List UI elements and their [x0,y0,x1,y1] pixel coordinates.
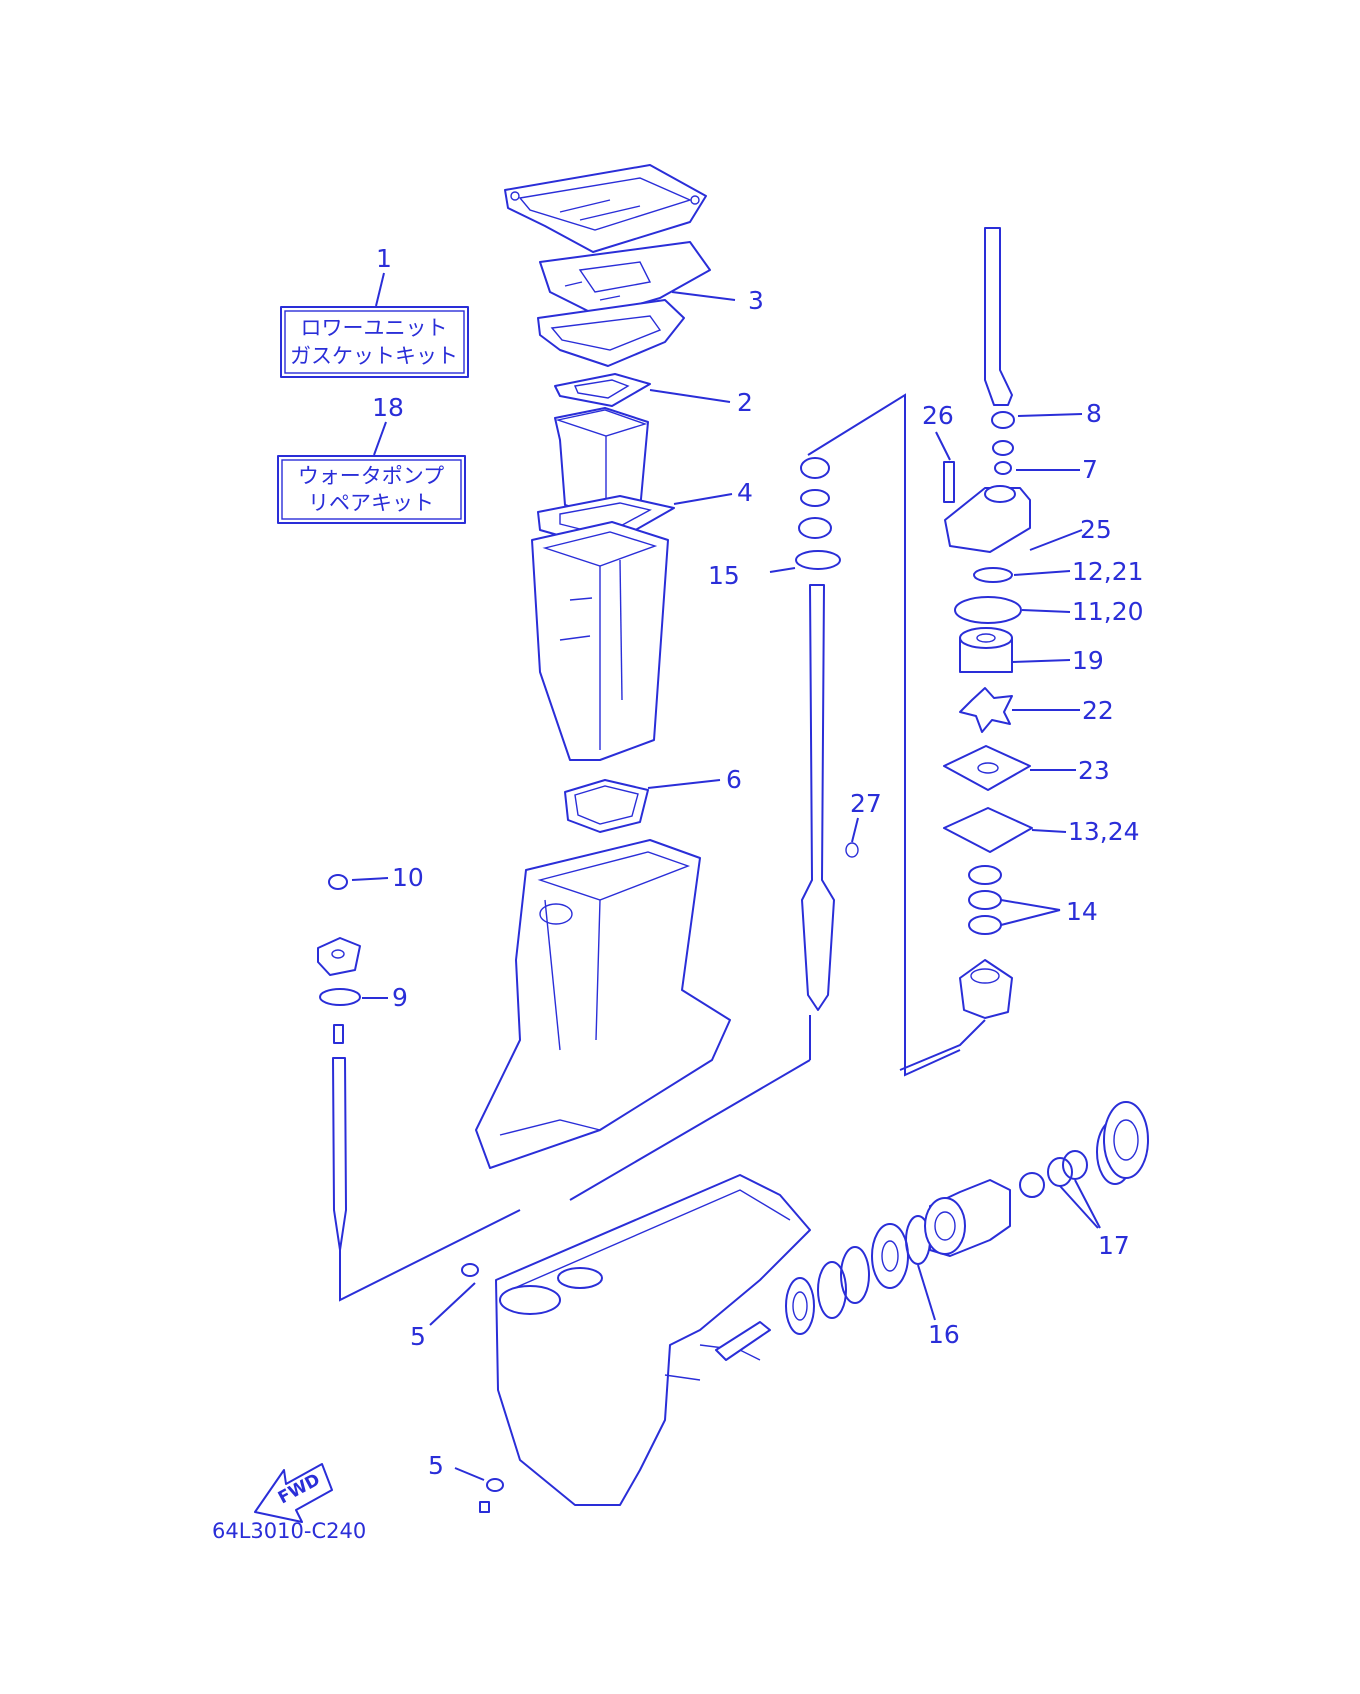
kit-box-1: 1 ロワーユニット ガスケットキット [280,244,469,378]
gasket-6: 6 [564,765,742,833]
water-pump-assembly: 8 7 26 25 12,21 11,20 19 22 23 13,24 [899,227,1144,1071]
callout-6: 6 [726,765,742,794]
kit-18-line-2: リペアキット [308,491,434,515]
callout-13-24: 13,24 [1068,817,1140,846]
callout-26: 26 [922,401,954,430]
drive-shaft-assembly: 15 27 [569,393,961,1201]
kit-1-line-2: ガスケットキット [290,344,458,368]
callout-15: 15 [708,561,740,590]
callout-22: 22 [1082,696,1114,725]
callout-3: 3 [748,286,764,315]
oil-pan-top [504,164,707,253]
callout-17: 17 [1098,1231,1130,1260]
callout-5-upper: 5 [410,1322,426,1351]
extension-housing [475,839,731,1169]
lower-case: 5 5 [410,1174,811,1513]
callout-25: 25 [1080,515,1112,544]
callout-4: 4 [737,478,753,507]
callout-2: 2 [737,388,753,417]
callout-9: 9 [392,983,408,1012]
callout-7: 7 [1082,455,1098,484]
kit-1-line-1: ロワーユニット [301,316,448,340]
callout-14: 14 [1066,897,1098,926]
callout-8: 8 [1086,399,1102,428]
propeller-shaft-parts: 16 17 [715,1101,1149,1361]
diagram-code: 64L3010-C240 [212,1519,366,1543]
kit-18-line-1: ウォータポンプ [298,464,444,488]
kit-number-18: 18 [372,393,404,422]
callout-10: 10 [392,863,424,892]
kit-box-18: 18 ウォータポンプ リペアキット [277,393,466,524]
upper-casing [531,521,669,761]
gasket-2: 2 [554,373,753,417]
exhaust-guide [537,299,685,367]
shift-rod-assembly: 10 9 [317,863,521,1302]
callout-11-20: 11,20 [1072,597,1144,626]
kit-number-1: 1 [376,244,392,273]
callout-19: 19 [1072,646,1104,675]
fwd-arrow-icon: FWD [254,1463,333,1523]
gasket-upper: 3 [539,241,764,317]
callout-16: 16 [928,1320,960,1349]
callout-27: 27 [850,789,882,818]
callout-12-21: 12,21 [1072,557,1144,586]
callout-23: 23 [1078,756,1110,785]
callout-5-lower: 5 [428,1451,444,1480]
